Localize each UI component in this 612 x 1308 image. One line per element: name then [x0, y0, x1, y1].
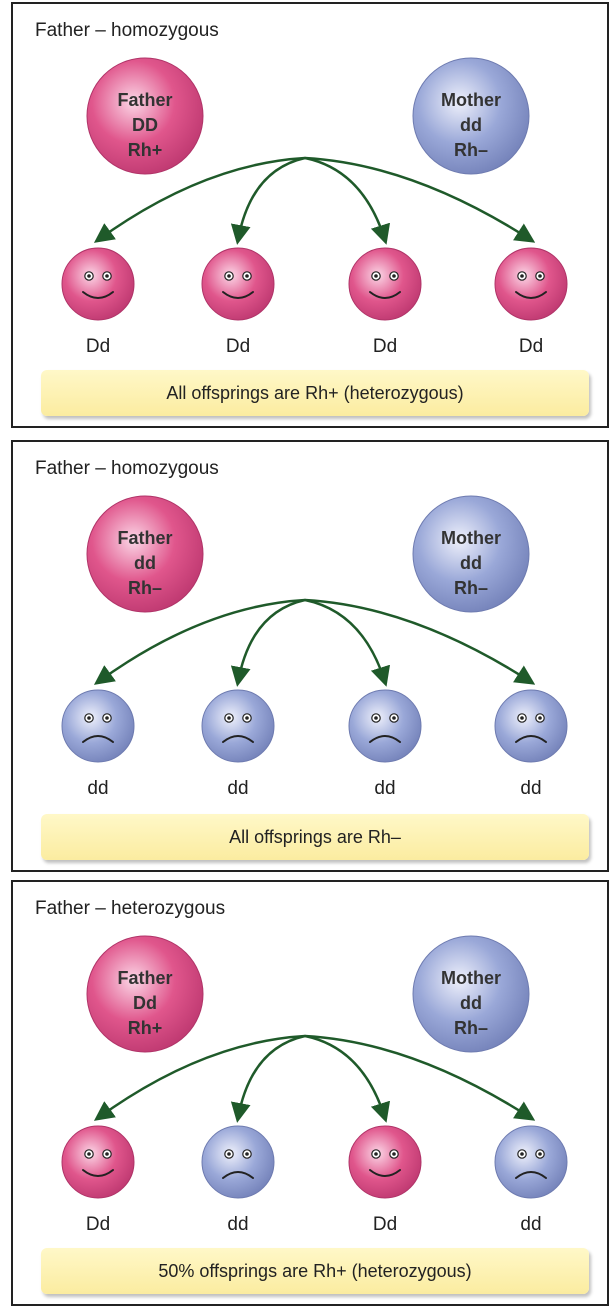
inheritance-arrow	[93, 1034, 306, 1121]
child-genotype-label: Dd	[518, 336, 544, 357]
child-genotype-label: dd	[227, 1214, 249, 1235]
mother-title: Mother	[441, 90, 501, 110]
inheritance-arrow	[230, 598, 306, 687]
summary-banner: 50% offsprings are Rh+ (heterozygous)	[41, 1248, 589, 1294]
mother-circle	[412, 495, 530, 613]
father-circle	[86, 57, 204, 175]
cross-diagram	[61, 935, 568, 1199]
mother-label: Mother dd Rh–	[411, 966, 531, 1041]
child-genotype-label: dd	[520, 1214, 542, 1235]
inheritance-arrow	[304, 1034, 391, 1123]
panel-heading: Father – heterozygous	[35, 898, 226, 919]
mother-label: Mother dd Rh–	[411, 88, 531, 163]
father-rh: Rh+	[127, 140, 163, 160]
father-rh: Rh–	[127, 578, 162, 598]
father-title: Father	[117, 968, 173, 988]
mother-rh: Rh–	[453, 1018, 488, 1038]
father-genotype: dd	[134, 553, 156, 573]
summary-banner: All offsprings are Rh–	[41, 814, 589, 860]
inheritance-arrow	[304, 156, 536, 243]
sad-face-icon	[348, 689, 422, 763]
cross-panel-1: Father – homozygous Father DD Rh+ Mother…	[11, 2, 609, 428]
mother-rh: Rh–	[453, 578, 488, 598]
smile-face-icon	[348, 1125, 422, 1199]
cross-panel-2: Father – homozygous Father dd Rh– Mother…	[11, 440, 609, 872]
child-genotype-label: Dd	[372, 1214, 398, 1235]
panel-heading: Father – homozygous	[35, 20, 219, 41]
summary-banner: All offsprings are Rh+ (heterozygous)	[41, 370, 589, 416]
father-circle	[86, 495, 204, 613]
mother-genotype: dd	[460, 993, 482, 1013]
child-genotype-label: Dd	[225, 336, 251, 357]
father-circle	[86, 935, 204, 1053]
cross-diagram	[61, 495, 568, 763]
smile-face-icon	[201, 247, 275, 321]
sad-face-icon	[201, 1125, 275, 1199]
panel-heading: Father – homozygous	[35, 458, 219, 479]
inheritance-arrow	[230, 1034, 306, 1123]
mother-label: Mother dd Rh–	[411, 526, 531, 601]
father-label: Father DD Rh+	[85, 88, 205, 163]
mother-title: Mother	[441, 968, 501, 988]
father-label: Father dd Rh–	[85, 526, 205, 601]
inheritance-arrow	[304, 156, 391, 245]
inheritance-arrow	[304, 598, 391, 687]
inheritance-arrow	[304, 1034, 536, 1121]
child-genotype-label: Dd	[372, 336, 398, 357]
smile-face-icon	[494, 247, 568, 321]
mother-circle	[412, 935, 530, 1053]
sad-face-icon	[61, 689, 135, 763]
mother-rh: Rh–	[453, 140, 488, 160]
mother-circle	[412, 57, 530, 175]
sad-face-icon	[201, 689, 275, 763]
inheritance-arrow	[93, 598, 306, 685]
child-genotype-label: dd	[374, 778, 396, 799]
father-genotype: DD	[132, 115, 158, 135]
child-genotype-label: dd	[520, 778, 542, 799]
child-genotype-label: dd	[227, 778, 249, 799]
father-rh: Rh+	[127, 1018, 163, 1038]
mother-genotype: dd	[460, 115, 482, 135]
inheritance-arrow	[304, 598, 536, 685]
father-label: Father Dd Rh+	[85, 966, 205, 1041]
mother-title: Mother	[441, 528, 501, 548]
child-genotype-label: Dd	[85, 336, 111, 357]
smile-face-icon	[348, 247, 422, 321]
father-genotype: Dd	[133, 993, 157, 1013]
child-genotype-label: Dd	[85, 1214, 111, 1235]
inheritance-arrow	[93, 156, 306, 243]
sad-face-icon	[494, 1125, 568, 1199]
smile-face-icon	[61, 1125, 135, 1199]
smile-face-icon	[61, 247, 135, 321]
father-title: Father	[117, 90, 173, 110]
cross-diagram	[61, 57, 568, 321]
child-genotype-label: dd	[87, 778, 109, 799]
sad-face-icon	[494, 689, 568, 763]
mother-genotype: dd	[460, 553, 482, 573]
father-title: Father	[117, 528, 173, 548]
inheritance-arrow	[230, 156, 306, 245]
cross-panel-3: Father – heterozygous Father Dd Rh+ Moth…	[11, 880, 609, 1306]
